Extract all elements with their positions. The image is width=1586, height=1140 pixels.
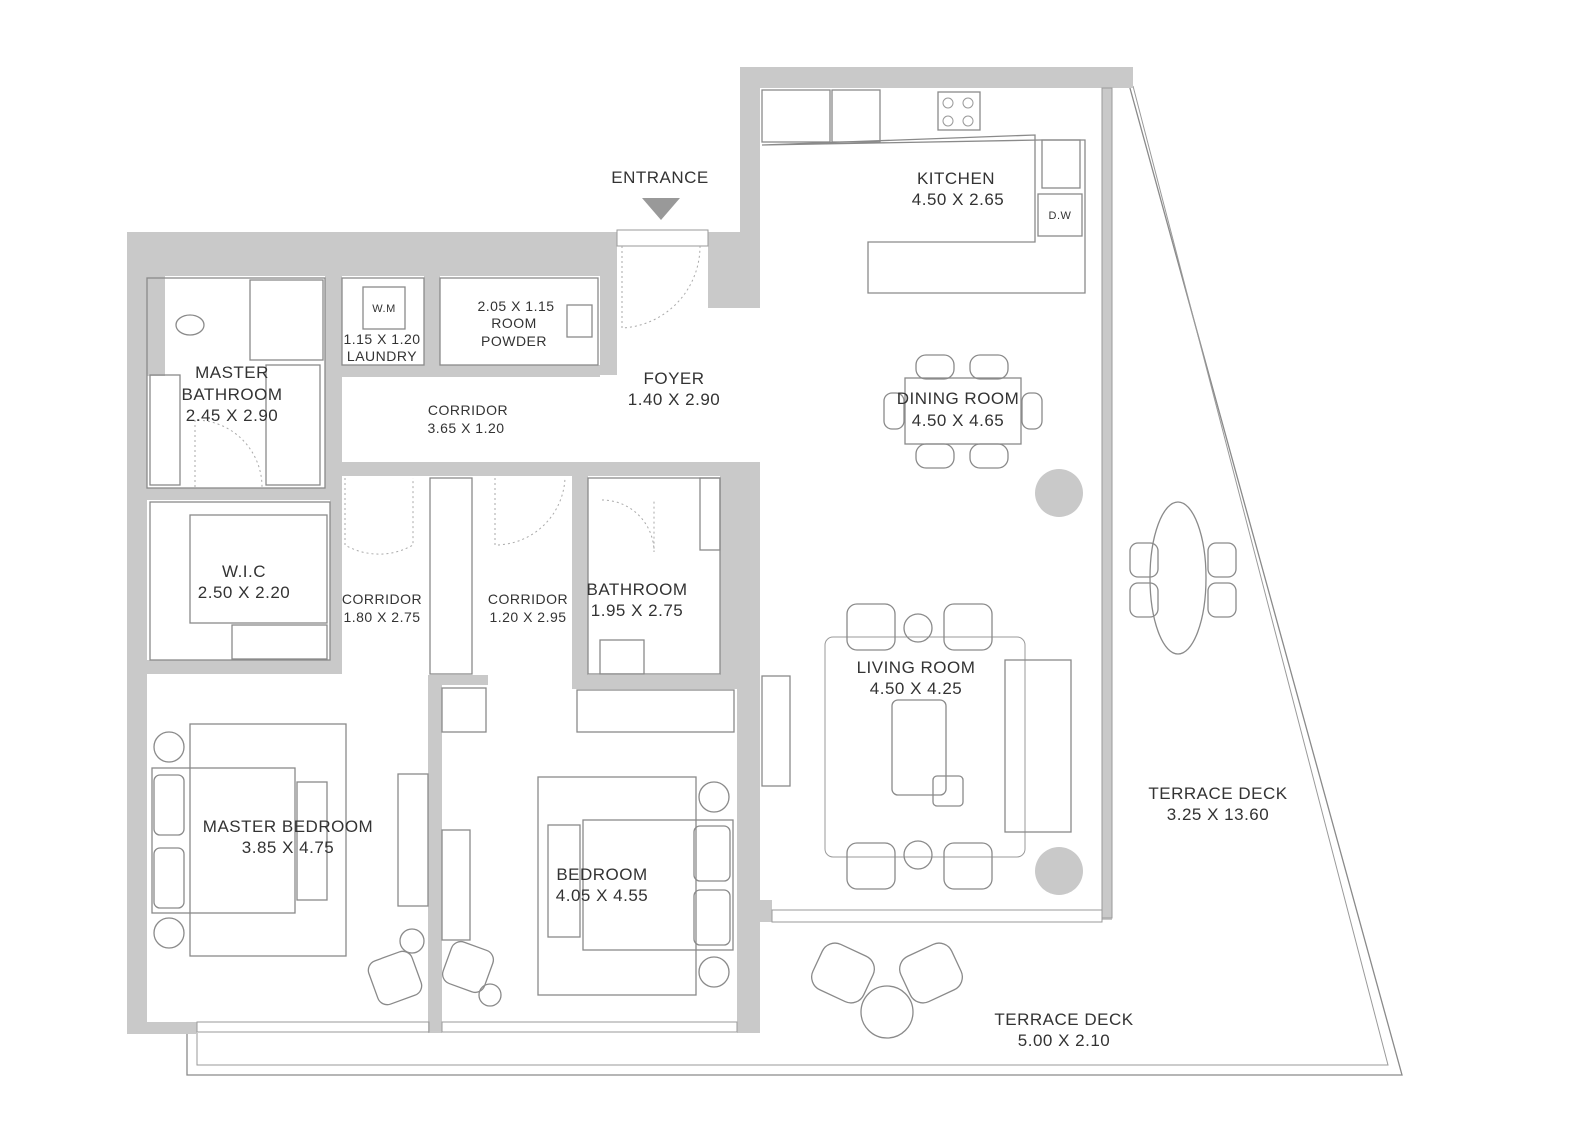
sink-icon [1041,139,1081,189]
entrance-door-swing[interactable] [621,245,701,329]
dining-chairs [883,354,1043,469]
sofa [1004,659,1072,833]
laundry: W.M 1.15 X 1.20 LAUNDRY [341,277,425,366]
terrace-side-label: TERRACE DECK [1148,784,1287,803]
terrace-outline [186,69,1403,1076]
living-area: LIVING ROOM 4.50 X 4.25 [761,603,1083,895]
master-bed [151,767,296,914]
living-label: LIVING ROOM [857,658,976,677]
corridor-mid-label: CORRIDOR [488,591,568,607]
master-bathroom-label: MASTER [195,363,269,382]
bathroom: BATHROOM 1.95 X 2.75 [587,477,721,675]
powder-size: 2.05 X 1.15 [477,298,554,314]
bedroom: BEDROOM 4.05 X 4.55 [441,776,734,1007]
kitchen-cabinet [831,89,881,143]
rug [824,636,1026,858]
toilet-icon [175,314,205,336]
living-size: 4.50 X 4.25 [870,679,962,698]
bed-rug [189,723,347,957]
kitchen-counter [761,134,1086,294]
foyer-label: FOYER [643,369,704,388]
corridor-main-size: 3.65 X 1.20 [427,420,504,436]
bathtub [265,364,321,486]
entrance-arrow-icon [642,198,680,220]
entrance-door-frame [616,229,709,247]
laundry-label: LAUNDRY [347,348,417,364]
armchairs [846,603,993,890]
kitchen-cabinet [761,89,831,143]
master-bathroom-size: 2.45 X 2.90 [186,406,278,425]
powder-label-2: POWDER [481,333,547,349]
bedroom-label: BEDROOM [556,865,647,884]
door-swing [344,478,414,555]
powder-label: ROOM [491,315,537,331]
kitchen-label: KITCHEN [917,169,995,188]
corridor-left-label: CORRIDOR [342,591,422,607]
foyer-size: 1.40 X 2.90 [628,390,720,409]
dishwasher-label: D.W [1049,210,1072,222]
desk [441,829,471,941]
entrance-label: ENTRANCE [611,168,709,187]
storage [441,687,487,733]
master-bathroom-label-2: BATHROOM [182,385,283,404]
dishwasher [1037,193,1083,237]
master-bedroom-label: MASTER BEDROOM [203,817,373,836]
cooktop-icon [937,91,981,131]
kitchen-size: 4.50 X 2.65 [912,190,1004,209]
terrace-side-size: 3.25 X 13.60 [1167,805,1269,824]
basin-icon [566,304,593,338]
bedroom-wardrobe [576,689,735,733]
dining-size: 4.50 X 4.65 [912,411,1004,430]
dining-table [904,377,1022,445]
coffee-table [891,699,947,796]
washing-machine [362,286,406,330]
windows [196,87,1113,1033]
corridor-main-label: CORRIDOR [428,402,508,418]
laundry-size: 1.15 X 1.20 [343,331,420,347]
bedroom-size: 4.05 X 4.55 [556,886,648,905]
walk-in-closet: W.I.C 2.50 X 2.20 [149,501,331,661]
wardrobe [429,477,473,675]
bathroom-size: 1.95 X 2.75 [591,601,683,620]
terrace-front-label: TERRACE DECK [994,1010,1133,1029]
walls [127,67,1133,1034]
plant-icon [1035,469,1083,517]
vanity [149,374,181,486]
washing-machine-label: W.M [372,303,396,315]
basin-icon [599,639,645,675]
master-bathroom: MASTER BATHROOM 2.45 X 2.90 [146,277,326,489]
door-swing [494,477,566,546]
outdoor-table [1149,501,1207,655]
wic-size: 2.50 X 2.20 [198,583,290,602]
master-bedroom: MASTER BEDROOM 3.85 X 4.75 [151,723,429,1006]
dining-area: DINING ROOM 4.50 X 4.65 [883,354,1083,517]
corridor-left-size: 1.80 X 2.75 [343,609,420,625]
wic-label: W.I.C [222,562,266,581]
dining-label: DINING ROOM [897,389,1020,408]
kitchen: D.W KITCHEN 4.50 X 2.65 [761,89,1086,294]
sliding-door[interactable] [761,675,791,787]
shower [249,279,324,361]
entrance-marker: ENTRANCE [611,168,709,329]
plant-icon [1035,847,1083,895]
bed [582,819,734,951]
bathroom-label: BATHROOM [587,580,688,599]
terrace-front-size: 5.00 X 2.10 [1018,1031,1110,1050]
corridor-mid-size: 1.20 X 2.95 [489,609,566,625]
master-bedroom-size: 3.85 X 4.75 [242,838,334,857]
powder-room: 2.05 X 1.15 ROOM POWDER [439,277,599,366]
tv-unit [397,773,429,907]
terrace-furniture [811,501,1237,1039]
bed-rug [537,776,697,996]
